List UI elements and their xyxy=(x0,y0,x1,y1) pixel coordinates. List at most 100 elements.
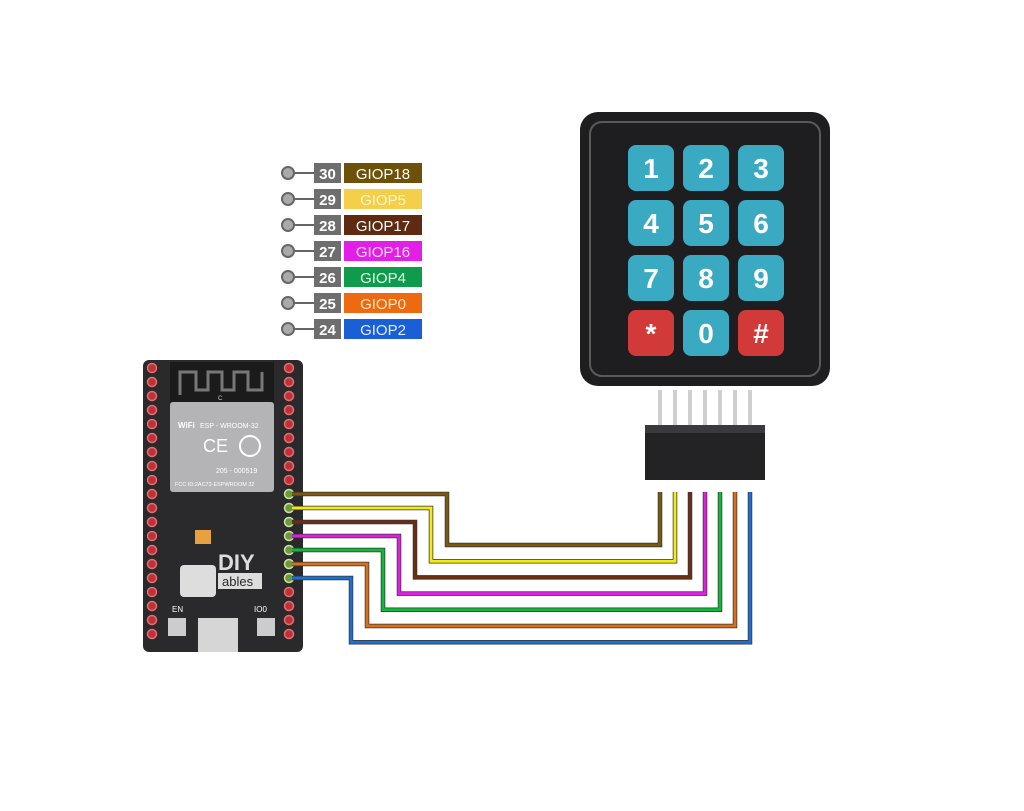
key-0[interactable]: 0 xyxy=(683,310,729,356)
wires xyxy=(292,491,753,645)
key-5[interactable]: 5 xyxy=(683,200,729,246)
pin-dot-icon xyxy=(281,244,295,258)
wire-giop5 xyxy=(292,492,677,563)
io0-label: IO0 xyxy=(254,605,267,614)
pin-number: 24 xyxy=(319,322,336,339)
board-pin xyxy=(146,418,158,430)
en-label: EN xyxy=(172,605,183,614)
pin-number: 28 xyxy=(319,218,336,235)
pin-dot-icon xyxy=(281,270,295,284)
gpio-label: GIOP17 xyxy=(356,218,410,235)
key-7[interactable]: 7 xyxy=(628,255,674,301)
board-pin xyxy=(146,614,158,626)
legend-row: 26 GIOP4 xyxy=(281,267,422,287)
header-pin xyxy=(673,390,677,426)
header-pin xyxy=(703,390,707,426)
keypad-header-connector xyxy=(645,390,765,480)
antenna-mark: C xyxy=(218,396,223,402)
gpio-label: GIOP16 xyxy=(356,244,410,261)
board-pin xyxy=(146,544,158,556)
board-pin xyxy=(283,600,295,612)
key-2[interactable]: 2 xyxy=(683,145,729,191)
esp32-board: C WiFi ESP - WROOM-32 CE 205 - 000519 FC… xyxy=(143,360,303,652)
key-8[interactable]: 8 xyxy=(683,255,729,301)
board-pin xyxy=(146,530,158,542)
key-6[interactable]: 6 xyxy=(738,200,784,246)
board-pin xyxy=(146,376,158,388)
pin-number: 26 xyxy=(319,270,336,287)
module-name: ESP - WROOM-32 xyxy=(200,423,259,430)
header-pin xyxy=(733,390,737,426)
key-label: # xyxy=(753,318,769,349)
header-pin xyxy=(718,390,722,426)
header-pin xyxy=(688,390,692,426)
io0-button[interactable] xyxy=(257,618,275,636)
gpio-label: GIOP2 xyxy=(360,322,406,339)
legend-row: 25 GIOP0 xyxy=(281,293,422,313)
key-label: 1 xyxy=(643,153,659,184)
key-3[interactable]: 3 xyxy=(738,145,784,191)
logo-diy: DIY xyxy=(218,550,255,575)
key-label: * xyxy=(646,318,657,349)
gpio-label: GIOP0 xyxy=(360,296,406,313)
logo-ables: ables xyxy=(222,574,254,589)
pin-dot-icon xyxy=(281,192,295,206)
gpio-label: GIOP4 xyxy=(360,270,406,287)
pin-dot-icon xyxy=(281,218,295,232)
board-pin xyxy=(283,614,295,626)
board-pin xyxy=(146,600,158,612)
pin-number: 30 xyxy=(319,166,336,183)
wire-giop4 xyxy=(292,492,722,612)
usb-port xyxy=(198,618,238,652)
wire-giop16 xyxy=(292,492,707,596)
key-hash[interactable]: # xyxy=(738,310,784,356)
board-pin xyxy=(146,586,158,598)
pin-number: 29 xyxy=(319,192,336,209)
key-9[interactable]: 9 xyxy=(738,255,784,301)
pin-number: 27 xyxy=(319,244,336,261)
pin-number: 25 xyxy=(319,296,336,313)
wire-giop17 xyxy=(292,492,692,579)
fcc-id: FCC ID:2AC72-ESPWROOM 32 xyxy=(175,482,254,488)
board-pin xyxy=(146,516,158,528)
wifi-logo: WiFi xyxy=(178,421,195,430)
board-pin xyxy=(146,404,158,416)
en-button[interactable] xyxy=(168,618,186,636)
key-label: 0 xyxy=(698,318,714,349)
board-pin xyxy=(146,362,158,374)
board-pin xyxy=(283,446,295,458)
board-pin xyxy=(283,362,295,374)
board-pin xyxy=(146,628,158,640)
board-pin xyxy=(283,432,295,444)
key-label: 3 xyxy=(753,153,769,184)
board-pin xyxy=(146,432,158,444)
gpio-label: GIOP18 xyxy=(356,166,410,183)
board-pin xyxy=(146,446,158,458)
board-pin xyxy=(283,390,295,402)
key-label: 4 xyxy=(643,208,659,239)
key-label: 9 xyxy=(753,263,769,294)
board-pin xyxy=(283,460,295,472)
board-pin xyxy=(146,488,158,500)
legend-row: 24 GIOP2 xyxy=(281,319,422,339)
wire-giop0 xyxy=(292,492,737,628)
board-pin xyxy=(146,502,158,514)
board-pin xyxy=(283,376,295,388)
key-1[interactable]: 1 xyxy=(628,145,674,191)
key-4[interactable]: 4 xyxy=(628,200,674,246)
board-pin xyxy=(146,572,158,584)
wire-giop18 xyxy=(292,492,662,547)
board-pin xyxy=(146,474,158,486)
pin-dot-icon xyxy=(281,166,295,180)
cert-number: 205 - 000519 xyxy=(216,468,257,475)
key-star[interactable]: * xyxy=(628,310,674,356)
legend-row: 30 GIOP18 xyxy=(281,163,422,183)
wire-giop2 xyxy=(292,492,752,644)
board-pin xyxy=(146,390,158,402)
header-pin xyxy=(658,390,662,426)
